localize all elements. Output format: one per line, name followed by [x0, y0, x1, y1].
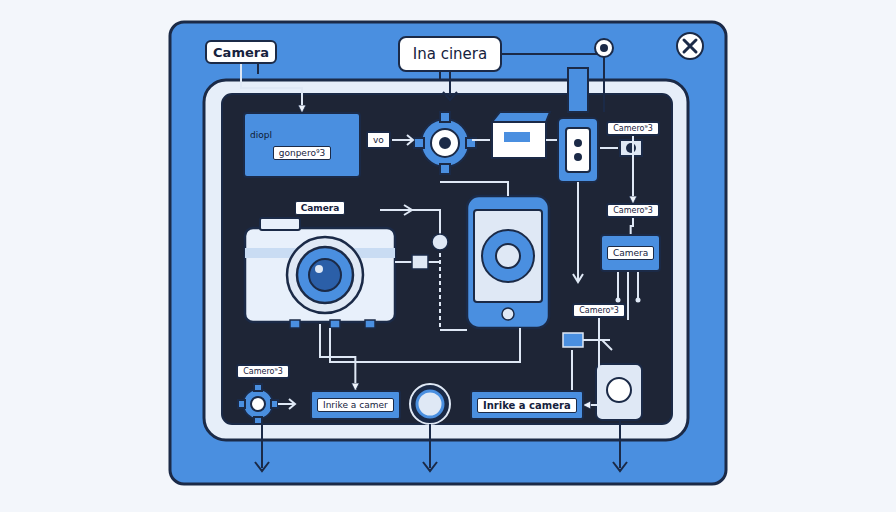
node-text: Ina cinera [413, 45, 487, 63]
connector [631, 218, 633, 234]
camera-unit: Camera [600, 234, 661, 272]
node-text: Camera [607, 246, 654, 260]
node-text: Camero⁹3 [613, 124, 653, 133]
node-text: gonpero⁹3 [273, 146, 332, 160]
control-panel: dioplgonpero⁹3 [243, 112, 361, 178]
action-box: Inrike a camer [310, 390, 401, 420]
camera-tag: Camero⁹3 [572, 303, 626, 318]
node-text: Inrike a camer [317, 398, 394, 412]
node-text: vo [373, 135, 384, 145]
connector [320, 324, 355, 390]
camera-body: Camera [243, 200, 397, 324]
camera-tag: Camero⁹3 [606, 121, 660, 136]
node-text: Camera [295, 201, 346, 215]
connector [584, 318, 599, 405]
connector [632, 136, 634, 203]
node-text: Camero⁹3 [243, 367, 283, 376]
node-text: Camero⁹3 [579, 306, 619, 315]
action-box: Inrike a camera [470, 390, 584, 420]
title-pill: Camera [205, 40, 277, 64]
node-text: Camera [213, 45, 269, 60]
camera-tag: Camero⁹3 [236, 364, 290, 379]
small-tag: vo [366, 131, 391, 149]
node-text: Camero⁹3 [613, 206, 653, 215]
connector [241, 64, 302, 112]
callout-pill: Ina cinera [398, 36, 502, 72]
node-text: Inrike a camera [477, 398, 577, 413]
camera-tag: Camero⁹3 [606, 203, 660, 218]
node-text: diopl [250, 130, 272, 140]
